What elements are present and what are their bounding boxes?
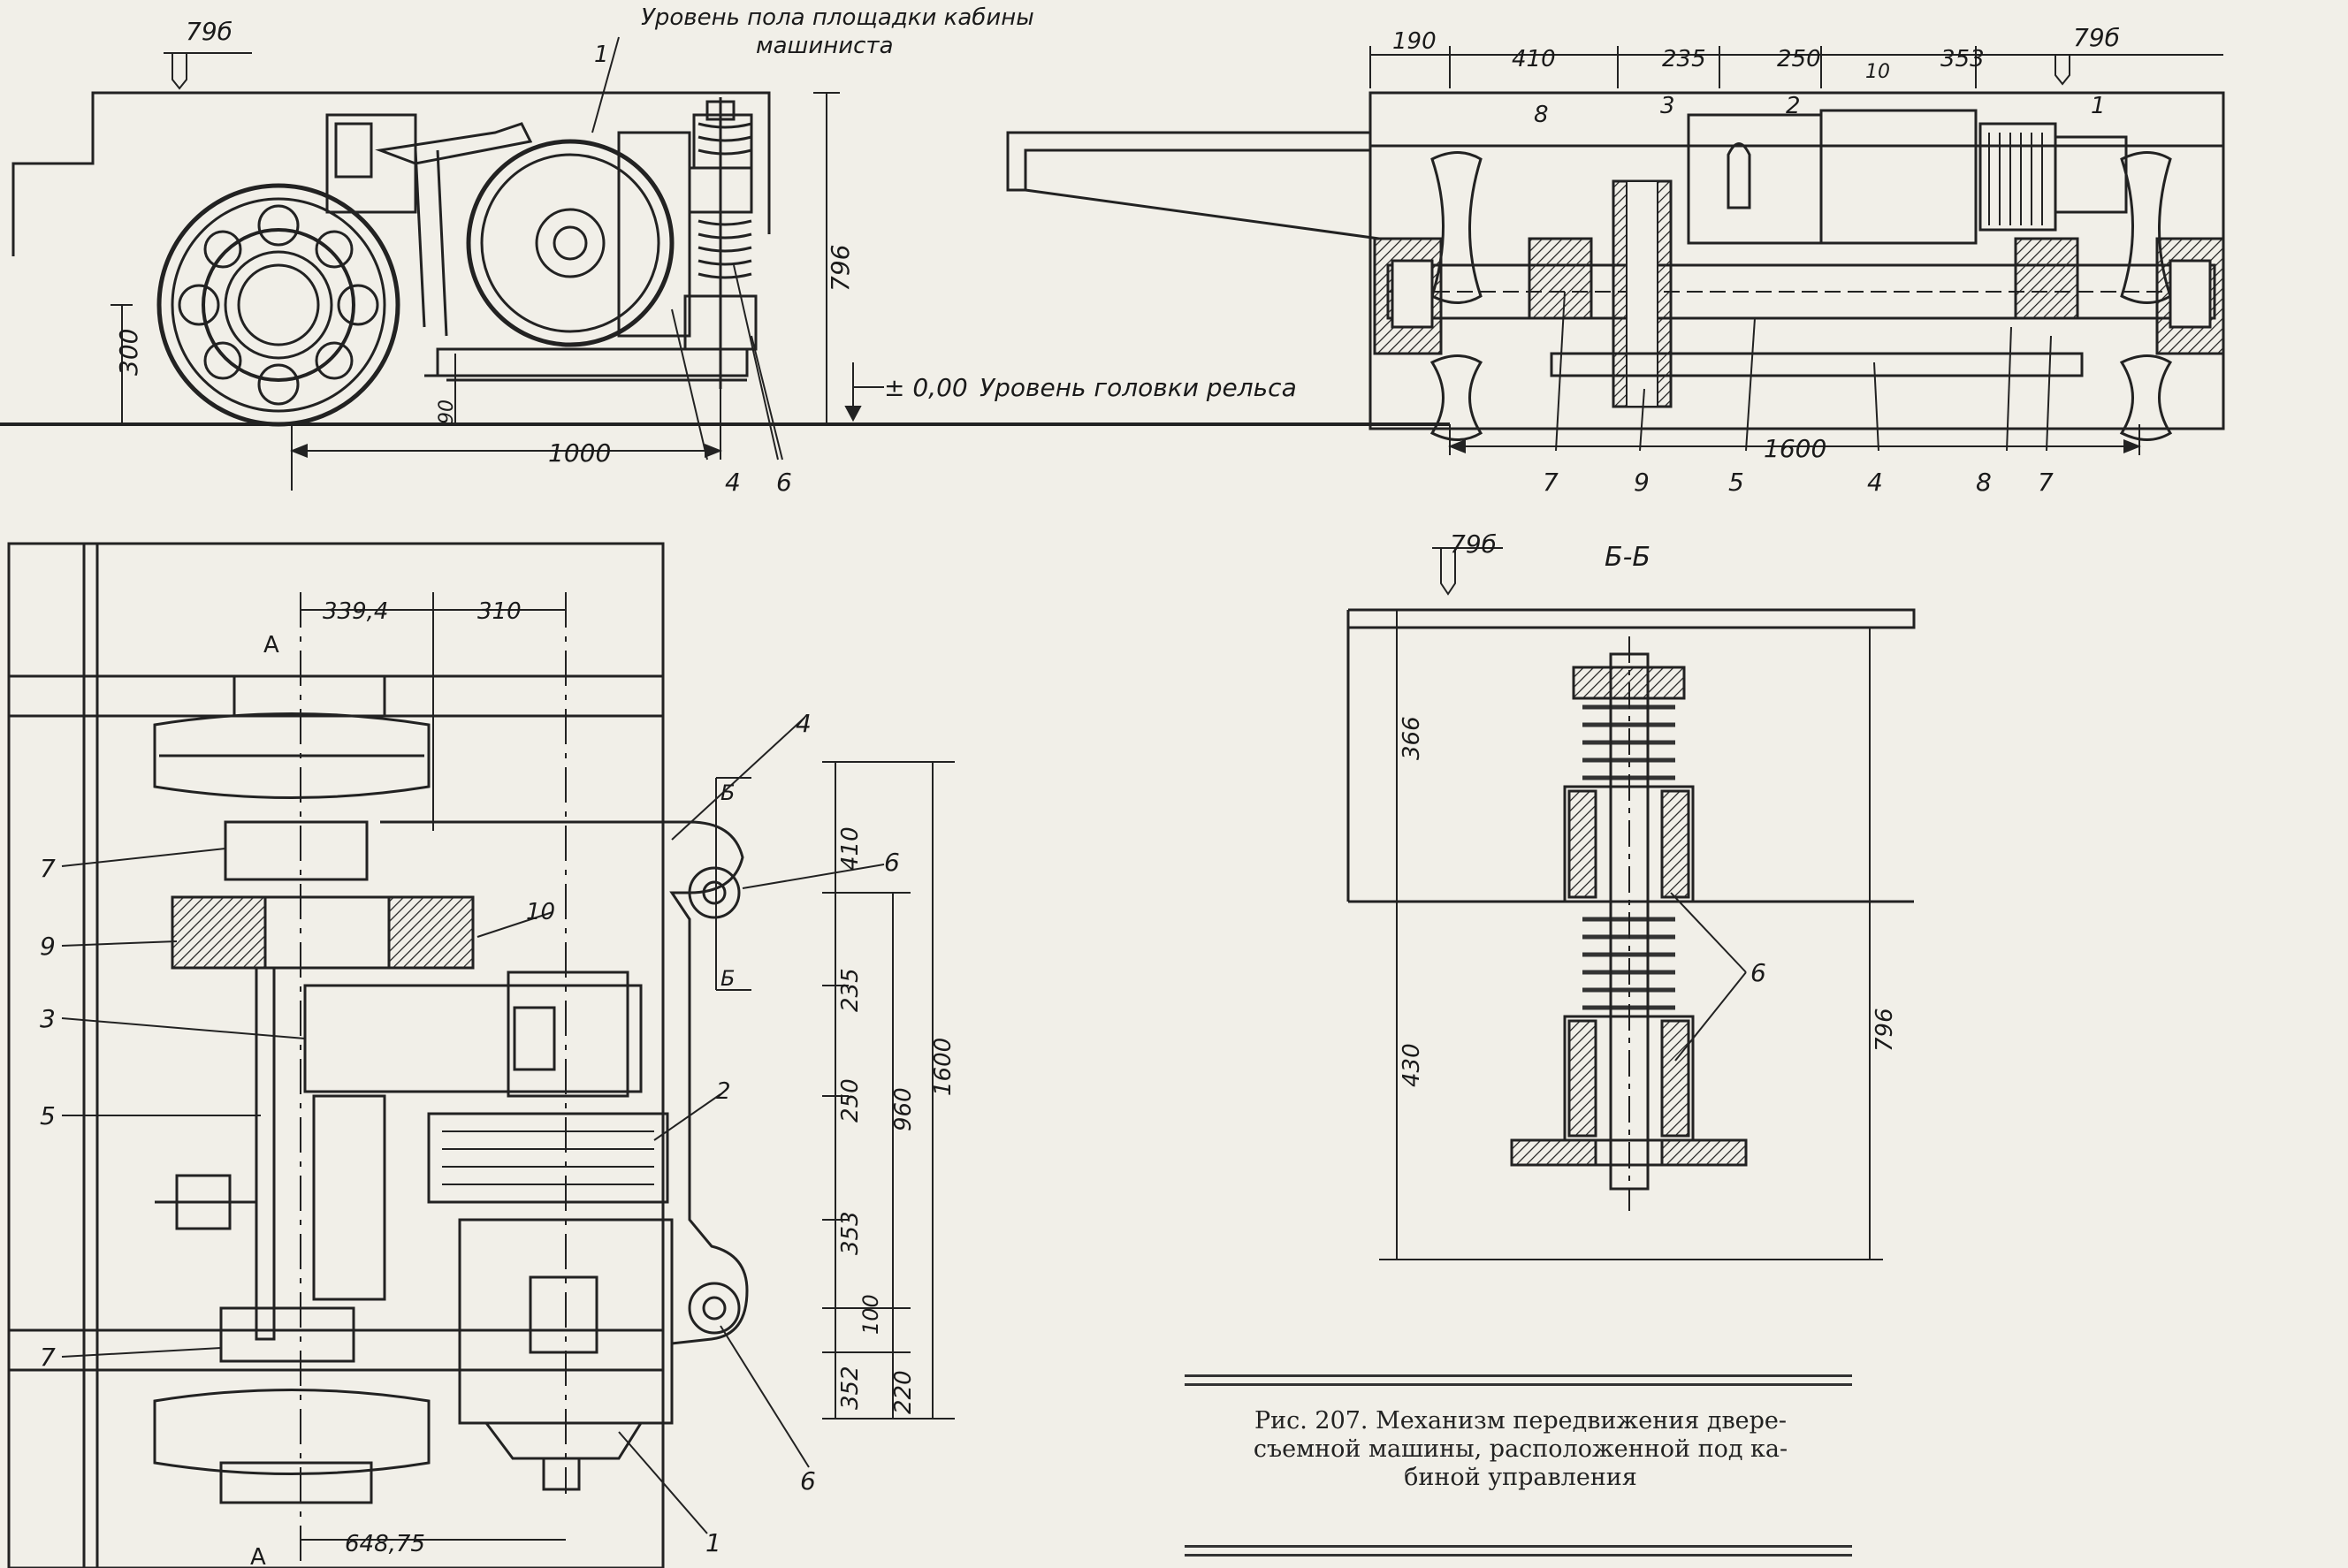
dim-410-top: 410 <box>1512 46 1556 72</box>
section-title: Б-Б <box>1605 542 1650 573</box>
caption-rule-top-2 <box>1185 1383 1852 1386</box>
caption-line-2: съемной машины, расположенной под ка- <box>1253 1435 1788 1463</box>
callout-4-right: 4 <box>1867 468 1883 497</box>
rail-level-mark: ± 0,00 <box>884 373 968 402</box>
dim-190: 190 <box>1392 28 1437 55</box>
dim-1600-top: 1600 <box>1764 434 1826 463</box>
dim-366-section: 366 <box>1399 716 1425 760</box>
dim-1600-plan: 1600 <box>930 1038 957 1096</box>
callout-7a-right: 7 <box>1543 468 1559 497</box>
callout-5-plan: 5 <box>40 1101 56 1130</box>
section-A-bottom: А <box>250 1544 266 1568</box>
callout-9-plan: 9 <box>40 932 56 961</box>
dim-220-plan: 220 <box>890 1370 917 1414</box>
callout-4-plan: 4 <box>796 709 812 738</box>
dim-648: 648,75 <box>345 1531 425 1557</box>
callout-8b-right: 8 <box>1976 468 1992 497</box>
side-view-left <box>0 91 1450 427</box>
dim-235-top: 235 <box>1662 46 1706 72</box>
dim-250-plan: 250 <box>837 1078 864 1123</box>
callout-8a-right: 8 <box>1534 102 1549 128</box>
caption-line-1: Рис. 207. Механизм передвижения двере- <box>1254 1407 1788 1435</box>
callout-9-right: 9 <box>1634 468 1650 497</box>
callout-6-left: 6 <box>776 468 792 497</box>
caption-rule-top <box>1185 1374 1852 1377</box>
dim-10-top: 10 <box>1865 61 1890 83</box>
dim-352-plan: 352 <box>837 1366 864 1410</box>
callout-4-left: 4 <box>725 468 741 497</box>
plan-view <box>7 542 749 1568</box>
callout-6a-plan: 6 <box>884 848 900 877</box>
section-B-bottom: Б <box>720 966 735 991</box>
caption-rule-bottom <box>1185 1545 1852 1548</box>
callout-7b-right: 7 <box>2038 468 2054 497</box>
caption-line-3: биной управления <box>1404 1464 1637 1491</box>
section-B-top: Б <box>720 780 735 805</box>
rail-level-label: Уровень головки рельса <box>980 373 1297 402</box>
callout-3-right: 3 <box>1660 93 1675 119</box>
callout-1-left: 1 <box>594 42 609 68</box>
dim-100-plan: 100 <box>858 1294 883 1335</box>
dim-353-top: 353 <box>1940 46 1985 72</box>
callout-6b-plan: 6 <box>800 1466 816 1496</box>
floor-label-1: Уровень пола площадки кабины <box>641 4 1034 31</box>
callout-7a-plan: 7 <box>40 854 56 883</box>
dim-430-section: 430 <box>1399 1043 1425 1087</box>
elevation-mark-right: 79б <box>2073 23 2120 52</box>
callout-1-plan: 1 <box>705 1528 721 1557</box>
floor-label-2: машиниста <box>756 33 894 59</box>
callout-10-plan: 10 <box>526 899 555 925</box>
section-view <box>1346 608 1916 1211</box>
dim-960-plan: 960 <box>890 1087 917 1131</box>
elevation-mark-left: 79б <box>186 17 233 46</box>
dim-250-top: 250 <box>1777 46 1821 72</box>
callout-1-right: 1 <box>2091 93 2106 119</box>
dim-796-section: 796 <box>1872 1008 1898 1052</box>
dim-1000-left: 1000 <box>548 438 611 468</box>
callout-6-section: 6 <box>1750 958 1766 987</box>
callout-5-right: 5 <box>1728 468 1744 497</box>
dim-339: 339,4 <box>323 598 388 625</box>
callout-2-right: 2 <box>1786 93 1801 119</box>
front-view-right <box>1368 91 2225 441</box>
elevation-mark-section: 79б <box>1450 529 1497 559</box>
callout-3-plan: 3 <box>40 1004 56 1033</box>
dim-235-plan: 235 <box>837 968 864 1012</box>
connecting-beam <box>1006 131 1380 240</box>
dim-410-plan: 410 <box>837 826 864 871</box>
dim-353-plan: 353 <box>837 1211 864 1255</box>
dim-310: 310 <box>477 598 522 625</box>
caption-rule-bottom-2 <box>1185 1554 1852 1557</box>
callout-2-plan: 2 <box>716 1078 731 1105</box>
dim-90-left: 90 <box>436 400 458 424</box>
callout-7b-plan: 7 <box>40 1343 56 1372</box>
dim-300-left: 300 <box>114 329 143 376</box>
section-A-top: А <box>263 632 279 658</box>
figure-caption: Рис. 207. Механизм передвижения двере- с… <box>1193 1407 1848 1492</box>
dim-796-left: 796 <box>826 245 855 292</box>
